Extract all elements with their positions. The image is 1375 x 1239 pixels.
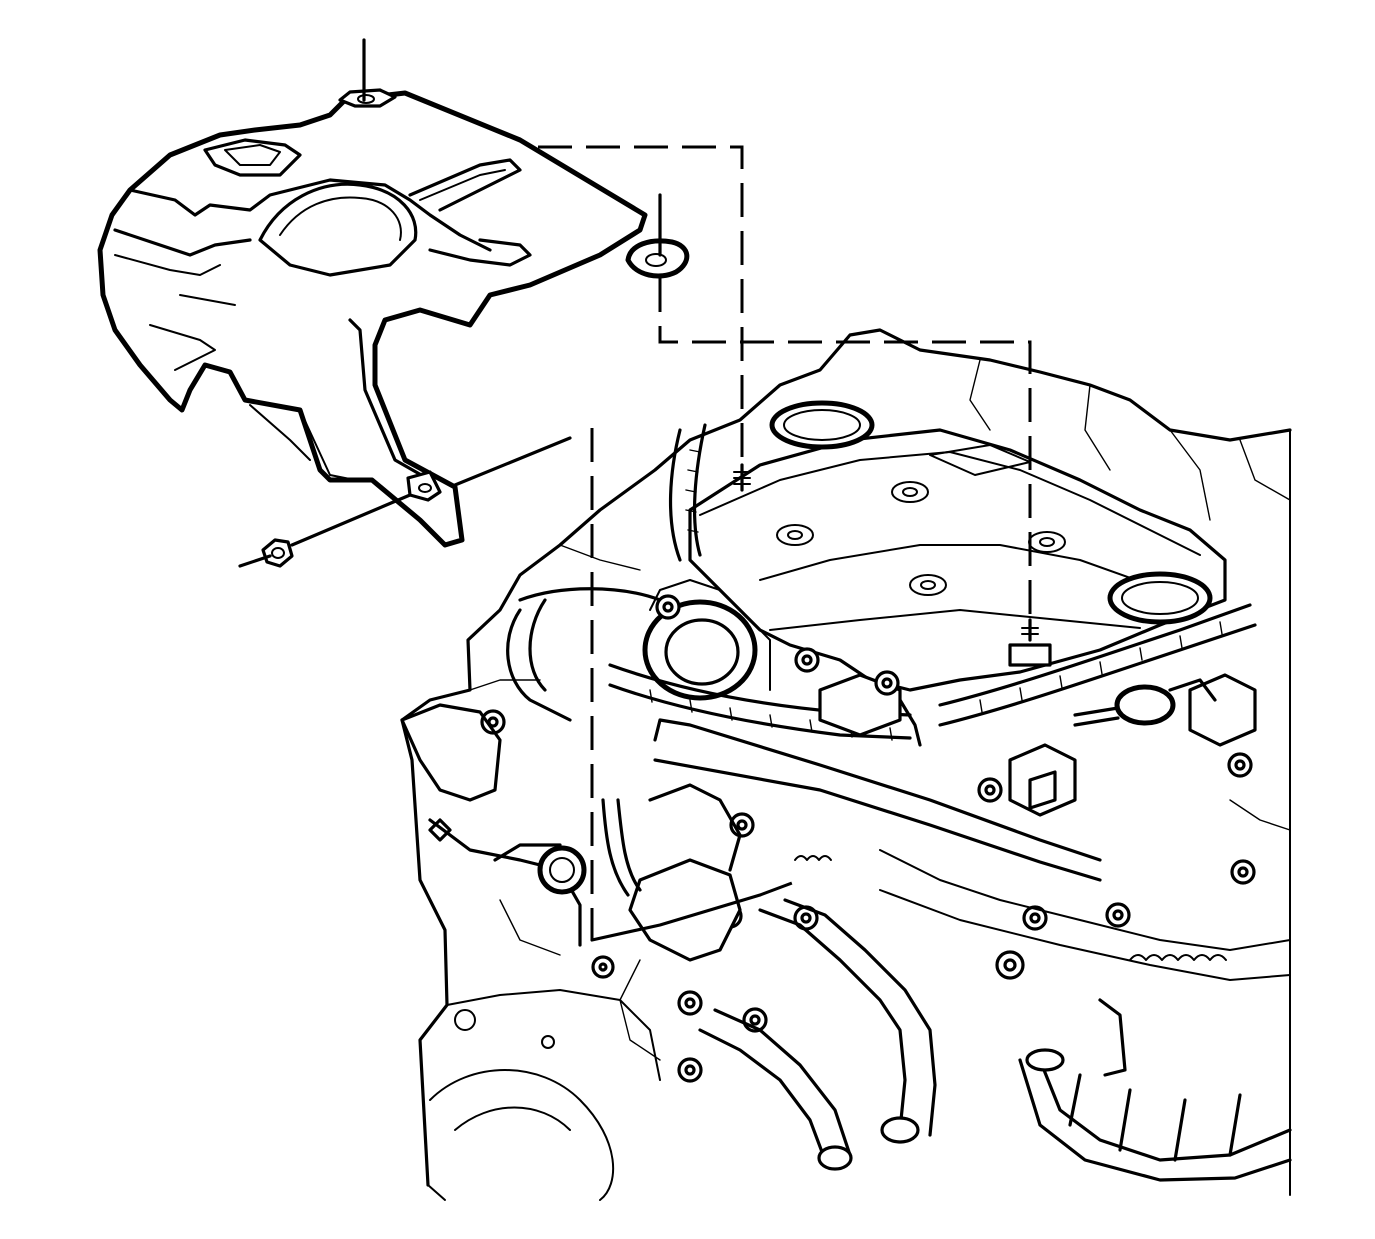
sensor-right: [1073, 678, 1217, 727]
left-bracket: [400, 703, 587, 947]
coil-connector-2: [1188, 673, 1257, 747]
cover-stud-front: [733, 463, 751, 492]
engine-assembly: [400, 328, 1292, 1201]
cover-nut: [261, 538, 294, 568]
nut-alignment-line: [238, 554, 272, 568]
dash-line-rear-stud: [658, 278, 1032, 620]
throttle-body: [642, 579, 771, 701]
cover-stud-rear: [1008, 618, 1052, 667]
fasteners: [480, 594, 1256, 1083]
dash-line-front-stud: [538, 145, 744, 470]
engine-cover-outline: [97, 90, 648, 548]
engine-cover: [97, 88, 690, 548]
cover-mount-tab-rear: [625, 238, 690, 279]
bellhousing: [429, 989, 661, 1201]
nut-icon: [261, 538, 294, 568]
fuel-rail: [653, 718, 1102, 862]
cover-mount-tab-front: [338, 88, 397, 108]
engine-outline: [400, 328, 1292, 1187]
lower-hoses: [698, 898, 937, 1171]
thermostat-housing: [601, 783, 742, 962]
exhaust-pipe: [1018, 998, 1292, 1182]
alignment-lines: [238, 38, 1032, 942]
